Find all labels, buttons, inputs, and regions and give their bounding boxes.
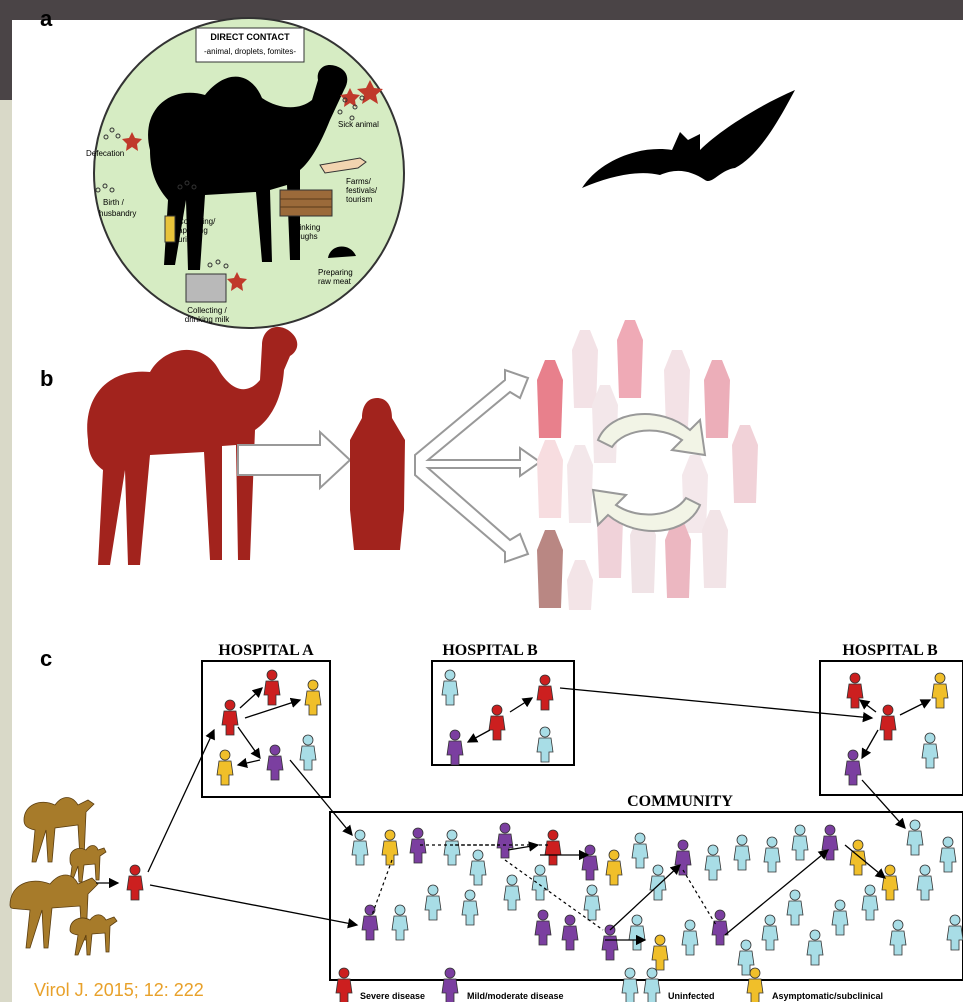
legend-severe-icon <box>336 968 352 1002</box>
label-preparing-2: raw meat <box>318 277 352 286</box>
label-drinking-1: Drinking <box>291 223 320 232</box>
legend-mild-label: Mild/moderate disease <box>467 991 564 1001</box>
hospital-b-title-1: HOSPITAL B <box>442 642 538 659</box>
urine-bottle-icon <box>165 216 175 242</box>
legend-mild-icon <box>442 968 458 1002</box>
label-collecting-urine-1: Collecting/ <box>178 217 216 226</box>
label-milk-2: drinking milk <box>185 315 230 324</box>
bat-icon <box>582 90 795 188</box>
drinking-trough-icon <box>280 190 332 216</box>
community-people <box>352 820 963 975</box>
hospital-a-people <box>217 670 321 785</box>
hospital-a-title: HOSPITAL A <box>218 642 314 659</box>
label-tourism: tourism <box>346 195 373 204</box>
index-human-b <box>350 398 405 550</box>
milk-bucket-icon <box>186 274 226 302</box>
label-defecation: Defecation <box>86 149 124 158</box>
label-farms: Farms/ <box>346 177 372 186</box>
label-birth: Birth / <box>103 198 125 207</box>
hospital-b2-people <box>845 673 948 785</box>
label-festivals: festivals/ <box>346 186 378 195</box>
direct-contact-subtitle: -animal, droplets, fomites- <box>204 47 296 56</box>
spreading-arrows <box>415 370 540 562</box>
label-sick-animal: Sick animal <box>338 120 379 129</box>
label-milk-1: Collecting / <box>187 306 227 315</box>
label-husbandry: husbandry <box>99 209 136 218</box>
legend-asymptomatic-label: Asymptomatic/subclinical <box>772 991 883 1001</box>
citation: Virol J. 2015; 12: 222 <box>34 980 204 1001</box>
legend: Severe disease Mild/moderate disease Uni… <box>336 968 883 1002</box>
arrow-camel-to-human <box>238 432 350 488</box>
legend-uninfected-icon-1 <box>622 968 638 1002</box>
camels-panel-c <box>10 798 117 956</box>
hospital-b1-people <box>442 670 553 765</box>
community-title: COMMUNITY <box>627 793 733 810</box>
legend-uninfected-icon-2 <box>644 968 660 1002</box>
index-case-c <box>127 865 143 900</box>
hospital-b-title-2: HOSPITAL B <box>842 642 938 659</box>
label-collecting-urine-2: applying <box>178 226 208 235</box>
label-preparing-1: Preparing <box>318 268 353 277</box>
crowd-b <box>537 320 758 610</box>
legend-uninfected-label: Uninfected <box>668 991 715 1001</box>
label-urination: Urination <box>198 173 230 182</box>
direct-contact-title: DIRECT CONTACT <box>210 32 290 42</box>
legend-severe-label: Severe disease <box>360 991 425 1001</box>
label-collecting-urine-3: urine <box>178 235 196 244</box>
label-drinking-2: troughs <box>291 232 318 241</box>
